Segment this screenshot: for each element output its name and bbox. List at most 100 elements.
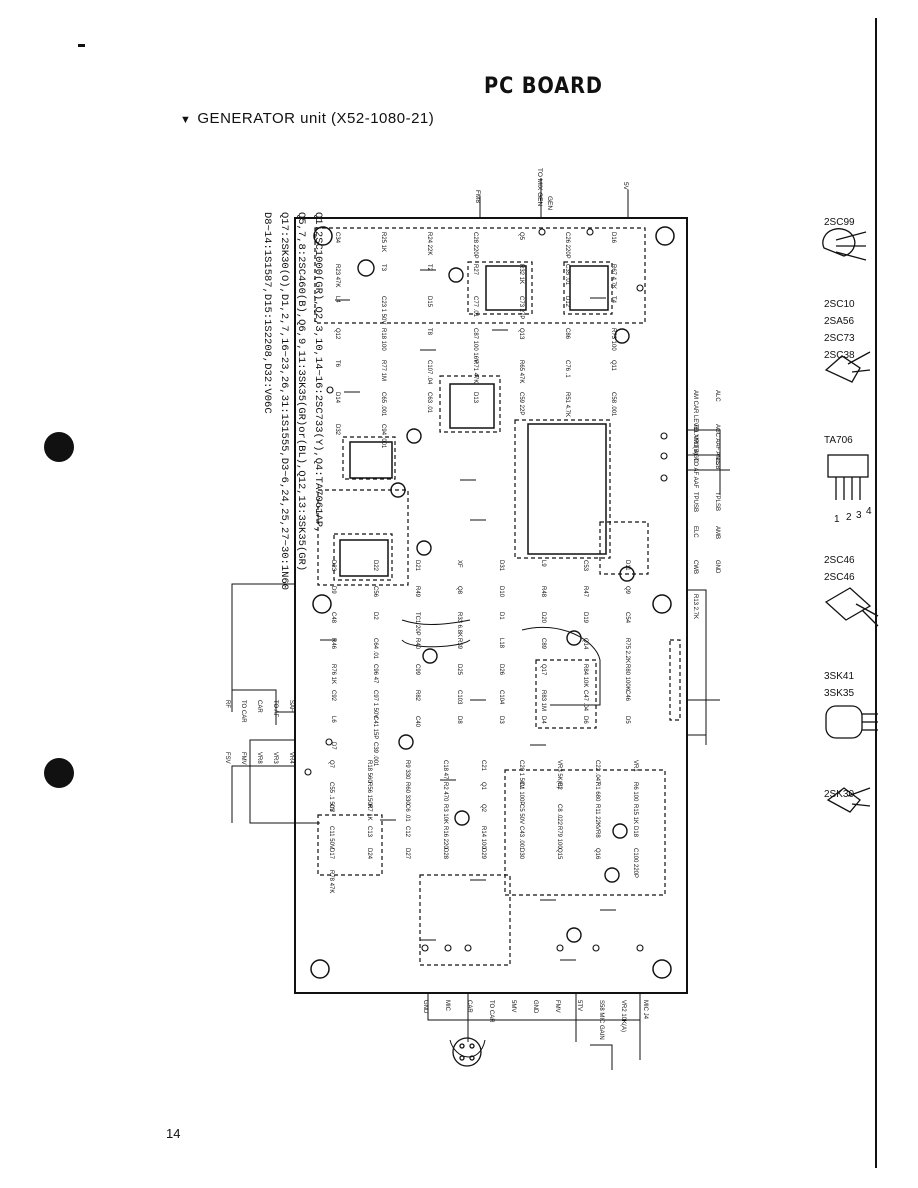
board-ref-label: R16 220: [442, 826, 448, 849]
board-ref-label: TPLSB: [714, 492, 720, 511]
board-ref-label: D6: [582, 716, 588, 724]
board-ref-label: C40: [414, 716, 420, 728]
board-ref-label: C100 220P: [632, 848, 638, 878]
svg-text:4: 4: [866, 506, 872, 517]
board-ref-label: C54: [624, 612, 630, 624]
board-ref-label: Q15: [556, 848, 562, 860]
label-top-pins: 5V: [622, 182, 629, 191]
part-label: 2SC46: [824, 555, 855, 566]
board-ref-label: C53: [582, 560, 588, 572]
subtitle-text: GENERATOR unit (X52-1080-21): [197, 110, 435, 127]
board-ref-label: D8: [456, 716, 462, 724]
board-ref-label: C18 47: [442, 760, 448, 780]
board-ref-label: Q14: [582, 638, 588, 650]
board-ref-label: D25: [456, 664, 462, 676]
board-ref-label: C5 50V: [518, 804, 524, 824]
board-ref-label: D18: [632, 826, 638, 838]
board-ref-label: C76 .1: [564, 360, 570, 378]
board-ref-label: C94 .001: [380, 424, 386, 449]
page-title: PC BOARD: [484, 74, 603, 99]
part-label: 2SA56: [824, 316, 855, 327]
board-ref-label: C58 .001: [610, 392, 616, 417]
board-ref-label: Q7: [328, 760, 334, 769]
scan-mark: [78, 44, 85, 47]
part-label: 3SK41: [824, 671, 855, 682]
part-label: 2SC10: [824, 299, 855, 310]
board-ref-label: C12: [404, 826, 410, 838]
board-ref-label: RF: [224, 700, 230, 708]
board-ref-label: R40: [414, 638, 420, 650]
part-label: 2SC38: [824, 350, 855, 361]
svg-text:1: 1: [834, 514, 840, 525]
board-ref-label: R46: [330, 638, 336, 650]
board-ref-label: TC1 20P: [414, 612, 420, 636]
board-ref-label: R78 47K: [328, 870, 334, 893]
board-ref-label: FSV: [224, 752, 230, 764]
board-ref-label: C13: [366, 826, 372, 838]
board-ref-label: Q9: [624, 586, 630, 595]
board-ref-label: D21: [414, 560, 420, 572]
board-ref-label: C56: [372, 586, 378, 598]
board-ref-label: C107 .04: [426, 360, 432, 385]
board-ref-label: D9: [330, 586, 336, 594]
board-ref-label: C99: [414, 664, 420, 676]
board-outline: [294, 217, 688, 994]
board-ref-label: D15: [426, 296, 432, 308]
part-label: TA706: [824, 435, 853, 446]
traces: [231, 178, 730, 1070]
board-ref-label: GND: [714, 560, 720, 574]
board-ref-label: C48: [330, 612, 336, 624]
board-ref-label: L6: [330, 716, 336, 723]
page-number: 14: [166, 1126, 181, 1141]
board-ref-label: VR3 5K(B): [556, 760, 562, 789]
board-ref-label: D2: [372, 612, 378, 620]
mounting-holes: [310, 226, 675, 979]
board-ref-label: R80 100K: [624, 664, 630, 691]
label-top-pins: FM8: [474, 190, 481, 203]
parts-group: 2SC10 2SA56 2SC73 2SC38: [824, 296, 855, 364]
board-ref-label: FMV: [554, 1000, 560, 1013]
board-ref-label: MIC: [444, 1000, 450, 1012]
solid-component-boxes: [339, 265, 609, 577]
board-ref-label: C64 .01: [372, 638, 378, 660]
board-ref-label: C65 .001: [380, 392, 386, 417]
board-ref-label: C46: [624, 690, 630, 702]
transistor-symbols: [357, 259, 635, 943]
board-ref-label: R77 1M: [380, 360, 386, 381]
board-ref-label: LSB: [714, 458, 720, 469]
board-ref-label: R3 10K: [442, 804, 448, 824]
board-ref-label: D27: [404, 848, 410, 860]
board-ref-label: R27: [472, 264, 478, 276]
connector-circles: [304, 228, 668, 952]
parts-group: 3SK41 3SK35: [824, 668, 854, 702]
mic-connector: [452, 1037, 482, 1067]
board-ref-label: C59 22P: [518, 392, 524, 415]
board-ref-label: D13: [472, 392, 478, 404]
board-ref-label: C97 1 50V: [372, 690, 378, 718]
board-ref-label: R60 330: [404, 782, 410, 805]
board-ref-label: R18 560: [366, 760, 372, 783]
board-ref-label: R82: [414, 690, 420, 702]
board-ref-label: AM CAR LEVEL VR1(B): [692, 390, 698, 455]
board-ref-label: D17: [328, 848, 334, 860]
right-margin-rule: [875, 18, 877, 1168]
board-ref-label: T2: [426, 264, 432, 272]
board-ref-label: C28 220P: [472, 232, 478, 259]
board-ref-label: VR8: [256, 752, 262, 764]
part-label: 2SC73: [824, 333, 855, 344]
board-ref-label: ALC: [714, 390, 720, 402]
board-ref-label: Q11: [610, 360, 616, 372]
parts-group: 2SC99: [824, 214, 855, 231]
board-ref-label: C77 .01: [472, 296, 478, 318]
board-ref-label: D1: [498, 612, 504, 620]
board-ref-label: Q16: [594, 848, 600, 860]
board-ref-label: C34: [334, 232, 340, 244]
board-ref-label: VR2 10K(A): [620, 1000, 626, 1032]
board-ref-label: FMV: [240, 752, 246, 765]
board-ref-label: D10: [498, 586, 504, 598]
board-ref-label: L18: [498, 638, 504, 649]
board-ref-label: TO CAR: [240, 700, 246, 723]
